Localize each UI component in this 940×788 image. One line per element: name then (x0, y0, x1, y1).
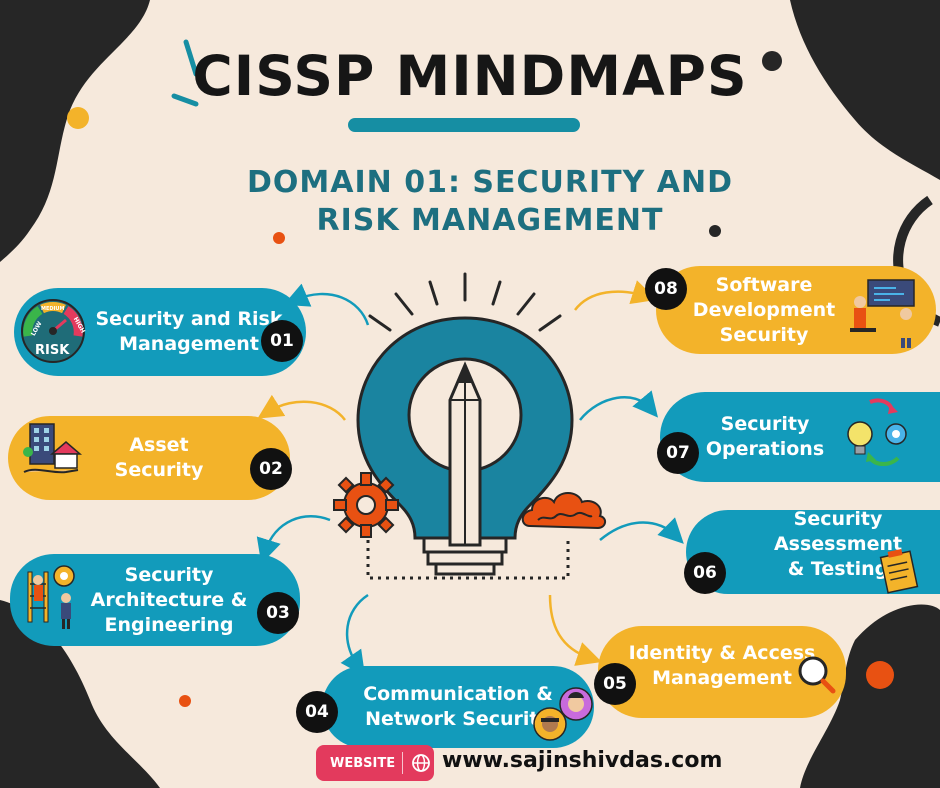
arrow-to-04 (340, 593, 369, 677)
subtitle-line-1: DOMAIN 01: SECURITY AND (247, 165, 733, 200)
arrow-to-07 (579, 390, 659, 421)
arrow-to-02 (257, 394, 346, 421)
bottom-left-blob (0, 600, 160, 788)
domain-01-number: 01 (261, 320, 303, 362)
subtitle-line-2: RISK MANAGEMENT (316, 203, 664, 238)
dotted-connector (366, 540, 570, 580)
domain-03-label-line3: Engineering (104, 613, 234, 636)
top-left-blob (0, 0, 150, 262)
domain-04-label-line2: Network Security (365, 708, 551, 730)
magnifier-icon (798, 656, 836, 694)
page-subtitle: DOMAIN 01: SECURITY AND RISK MANAGEMENT (150, 164, 830, 240)
engineers-icon (27, 565, 75, 629)
domain-08-label-line3: Security (719, 323, 809, 346)
domain-05-number: 05 (594, 663, 636, 705)
arrow-to-08 (574, 280, 657, 311)
badge-divider (402, 752, 403, 774)
website-url[interactable]: www.sajinshivdas.com (442, 748, 723, 773)
dash-marks (171, 39, 199, 107)
title-underline (348, 118, 580, 132)
developers-icon (850, 279, 915, 348)
domain-08-label-line1: Software (715, 273, 813, 296)
gear-icon (333, 472, 399, 538)
dot-orange-left (273, 232, 285, 244)
dot-black-top (762, 51, 782, 71)
dot-orange-right (866, 661, 894, 689)
domain-02-pill: Asset Security (8, 416, 290, 500)
domain-06-label-line2: & Testing (787, 557, 889, 580)
domain-05-label-line2: Management (652, 667, 792, 689)
domain-07-label-line2: Operations (705, 438, 825, 460)
domain-03-number: 03 (257, 592, 299, 634)
website-badge-label: WEBSITE (330, 755, 396, 771)
people-chat-icon (533, 687, 593, 741)
arrow-to-01 (283, 283, 370, 326)
domain-04-label-line1: Communication & (363, 683, 553, 705)
domain-02-label-line2: Security (114, 459, 204, 481)
bottom-right-blob (800, 604, 940, 788)
dot-yellow (67, 107, 89, 129)
arrow-to-05 (548, 594, 602, 666)
page-title: CISSP MINDMAPS (192, 44, 748, 108)
cloud-icon (521, 492, 606, 530)
risk-gauge-icon: LOW MEDIUM HIGH RISK (21, 299, 86, 363)
domain-07-number: 07 (657, 432, 699, 474)
domain-08-number: 08 (645, 268, 687, 310)
domain-06-label-line1: Security Assessment (773, 507, 903, 555)
domain-04-number: 04 (296, 691, 338, 733)
globe-icon (412, 754, 430, 772)
dot-orange-bottom (179, 695, 191, 707)
domain-03-label-line1: Security (124, 563, 214, 586)
clipboard-icon (879, 549, 919, 594)
domain-02-number: 02 (250, 448, 292, 490)
domain-02-label-line1: Asset (129, 434, 189, 456)
risk-gauge-medium: MEDIUM (41, 306, 64, 312)
arrow-to-06 (599, 517, 684, 544)
website-badge[interactable]: WEBSITE (316, 745, 434, 781)
dot-black-right (709, 225, 721, 237)
domain-05-label-line1: Identity & Access (628, 642, 816, 664)
domain-07-label-line1: Security (720, 413, 810, 435)
idea-gear-icon (847, 398, 907, 466)
house-asset-icon (23, 423, 83, 474)
domain-01-label-line1: Security and Risk (95, 308, 283, 330)
top-right-blob (790, 0, 940, 180)
domain-08-label-line2: Development (692, 298, 836, 321)
lightbulb-icon (356, 272, 574, 576)
domain-03-label-line2: Architecture & (90, 588, 248, 611)
domain-01-label-line2: Management (119, 333, 259, 355)
arrow-to-03 (256, 515, 331, 564)
domain-06-number: 06 (684, 552, 726, 594)
domain-03-pill: Security Architecture & Engineering (10, 554, 300, 646)
risk-gauge-label: RISK (35, 343, 70, 358)
